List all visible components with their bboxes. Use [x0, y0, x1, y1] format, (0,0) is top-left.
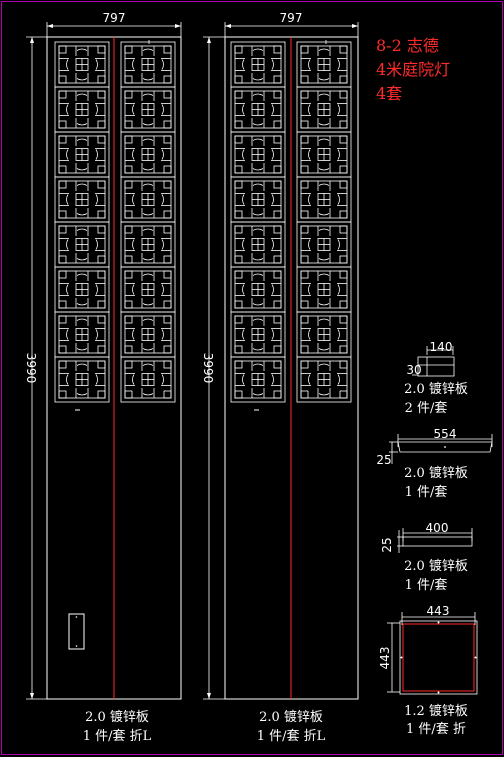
part-4-inner	[402, 623, 475, 692]
panel-right-width-label: 797	[280, 11, 303, 25]
part-1-caption-1: 2.0 镀锌板	[404, 381, 468, 397]
panel-left-caption-1: 2.0 镀锌板	[85, 709, 149, 725]
part-1-caption-2: 2 件/套	[405, 400, 448, 416]
part-2-caption-2: 1 件/套	[405, 484, 448, 500]
panel-left-width-label: 797	[103, 11, 126, 25]
part-4: 443 443 1.2 镀锌板 1 件/套 折	[378, 604, 478, 737]
panel-right-height-label: 3990	[201, 353, 215, 384]
panel-right-lattice	[230, 41, 352, 403]
part-3-outline	[402, 536, 473, 547]
part-2-dim-b: 25	[376, 453, 391, 467]
part-4-caption-2: 1 件/套 折	[406, 721, 466, 737]
part-4-dim-a: 443	[427, 604, 450, 618]
panel-left-width-dimension	[46, 22, 182, 37]
panel-right-caption-2: 1 件/套 折L	[257, 728, 326, 744]
panel-left: 797 3990 2.0 镀锌板 1 件/套 折L	[24, 11, 182, 744]
panel-right-width-dimension	[224, 22, 359, 37]
part-4-dim-b: 443	[378, 647, 392, 670]
panel-right-caption-1: 2.0 镀锌板	[259, 709, 323, 725]
part-2-caption-1: 2.0 镀锌板	[404, 465, 468, 481]
part-1: 140 30 2.0 镀锌板 2 件/套	[404, 340, 468, 416]
panel-left-caption-2: 1 件/套 折L	[83, 728, 152, 744]
panel-left-height-label: 3990	[24, 353, 38, 384]
part-3-dim-b: 25	[380, 537, 394, 552]
part-4-outer	[399, 620, 478, 695]
panel-right-height-dimension	[203, 36, 225, 700]
title-line-2: 4米庭院灯	[376, 60, 450, 79]
panel-left-lattice	[54, 41, 176, 403]
part-3-dim-a: 400	[426, 521, 449, 535]
panel-right: 797 3990 2.0 镀锌板 1 件/套 折L	[201, 11, 359, 744]
part-3-caption-1: 2.0 镀锌板	[404, 558, 468, 574]
title-line-3: 4套	[376, 84, 402, 103]
part-2: 554 25 2.0 镀锌板 1 件/套	[376, 427, 493, 500]
panel-left-access-door	[68, 613, 85, 650]
part-4-caption-1: 1.2 镀锌板	[404, 703, 468, 719]
part-1-dim-a: 140	[430, 340, 453, 354]
part-2-dim-a: 554	[434, 427, 457, 441]
part-3: 400 25 2.0 镀锌板 1 件/套	[380, 521, 473, 593]
part-3-caption-2: 1 件/套	[405, 577, 448, 593]
panel-left-height-dimension	[26, 36, 47, 700]
title-line-1: 8-2 志德	[376, 36, 439, 55]
part-2-outline	[397, 441, 493, 453]
part-1-dim-b: 30	[406, 363, 421, 377]
part-1-outline	[417, 356, 455, 377]
